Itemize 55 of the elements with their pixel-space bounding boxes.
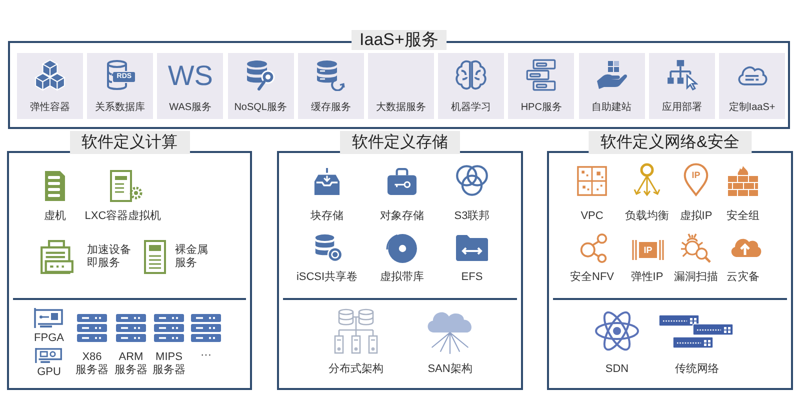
item-label: 负载均衡 [625,210,669,223]
item-label: 块存储 [310,210,344,223]
item-label: 弹性IP [630,271,664,284]
item-label: 云灾备 [726,271,760,284]
item-label: 裸金属服务 [175,244,209,270]
icon-text: WS [168,62,213,90]
service-label: 定制IaaS+ [728,102,776,114]
item-label: ARM服务器 [114,351,148,377]
item-label: 传统网络 [675,363,719,376]
item-label: VPC [580,210,604,223]
section-heading: 软件定义网络&安全 [588,131,752,154]
service-label: 自助建站 [592,102,632,114]
item-label: 虚机 [44,210,66,223]
item-label: EFS [461,271,483,284]
item-label: 对象存储 [380,210,424,223]
service-label: HPC服务 [520,102,562,114]
service-tile [228,53,294,119]
service-tile [17,53,83,119]
item-label: 漏洞扫描 [674,271,718,284]
section-heading: IaaS+服务 [352,30,446,50]
service-label: 缓存服务 [310,102,351,114]
section-heading: 软件定义计算 [70,131,190,154]
item-label: FPGA [34,332,64,345]
item-label: 加速设备即服务 [87,244,132,270]
service-label: 大数据服务 [376,102,426,114]
item-label: S3联邦 [454,210,490,223]
service-label: 应用部署 [662,102,702,114]
service-tile [438,53,504,119]
section-heading: 软件定义存储 [340,131,460,154]
item-label: 虚拟IP [680,210,712,223]
item-label: ··· [200,349,212,362]
item-label: X86服务器 [76,351,108,377]
service-tile [298,53,364,119]
service-tile [719,53,785,119]
service-tile [508,53,574,119]
item-label: 安全NFV [570,271,614,284]
service-label: 弹性容器 [30,102,70,114]
service-label: 机器学习 [451,102,492,114]
item-label: iSCSI共享卷 [296,271,358,284]
icon-text: IP [692,169,700,181]
item-label: GPU [37,366,61,379]
item-label: 虚拟带库 [380,271,424,284]
item-label: SAN架构 [428,363,472,376]
service-label: WAS服务 [169,102,212,114]
service-label: 关系数据库 [95,102,146,114]
item-label: 分布式架构 [328,363,384,376]
item-label: 安全组 [726,210,760,223]
service-tile [87,53,154,119]
icon-text: IP [644,244,652,256]
item-label: SDN [605,363,629,376]
service-label: NoSQL服务 [234,102,287,114]
item-label: LXC容器虚拟机 [84,210,162,223]
service-tile [648,53,715,119]
service-tile [578,53,645,119]
item-label: MIPS服务器 [152,351,186,377]
